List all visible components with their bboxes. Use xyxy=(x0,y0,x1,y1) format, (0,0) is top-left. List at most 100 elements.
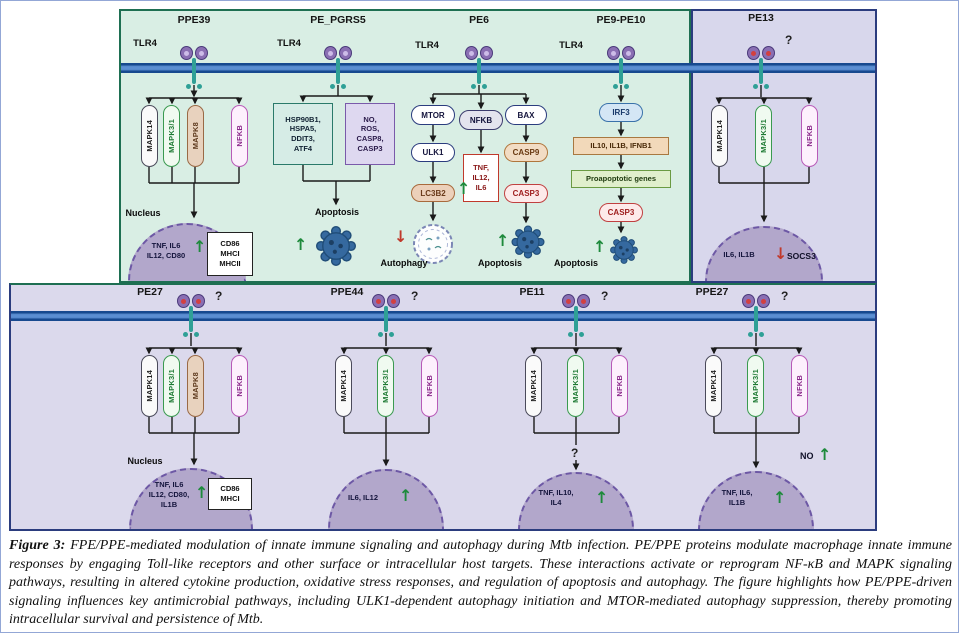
node-ulk1: ULK1 xyxy=(411,143,455,162)
pill-label: NFKB xyxy=(615,375,624,397)
upregulated-arrow-icon: ↑ xyxy=(399,486,413,505)
panel-title-pe6: PE6 xyxy=(469,14,489,26)
pill-label: NFKB xyxy=(805,125,814,147)
upregulated-arrow-icon: ↑ xyxy=(818,445,832,464)
pill-label: MAPK14 xyxy=(715,120,724,152)
nucleus-label: Nucleus xyxy=(125,208,161,218)
unknown-receptor-icon xyxy=(738,293,774,339)
node-casp3: CASP3 xyxy=(599,203,643,222)
no-label: NO xyxy=(800,451,814,461)
question-mark: ? xyxy=(781,289,789,303)
pill-mapk3-1: MAPK3/1 xyxy=(755,105,772,167)
socs3-label: SOCS3 xyxy=(787,251,816,261)
pill-mapk8: MAPK8 xyxy=(187,355,204,417)
pill-mapk3-1: MAPK3/1 xyxy=(163,355,180,417)
panel-title-pe11: PE11 xyxy=(519,286,545,298)
pill-label: NFKB xyxy=(425,375,434,397)
autophagy-label: Autophagy xyxy=(380,258,428,268)
pill-label: NFKB xyxy=(235,375,244,397)
pill-label: NFKB xyxy=(795,375,804,397)
question-mark: ? xyxy=(571,446,579,460)
apoptotic-cell-icon xyxy=(511,225,545,259)
pill-nfkb: NFKB xyxy=(791,355,808,417)
plasma-membrane-bottom xyxy=(11,311,875,321)
pill-label: MAPK3/1 xyxy=(381,369,390,403)
pill-mapk14: MAPK14 xyxy=(711,105,728,167)
apoptosis-label: Apoptosis xyxy=(478,258,522,268)
panel-title-ppe44: PPE44 xyxy=(330,286,364,298)
plasma-membrane-top xyxy=(121,63,875,73)
upregulated-arrow-icon: ↑ xyxy=(193,237,207,256)
pill-label: MAPK14 xyxy=(339,370,348,402)
ros-caspase-box: NO, ROS, CASP8, CASP3 xyxy=(345,103,395,165)
pill-label: MAPK14 xyxy=(709,370,718,402)
caption-label: Figure 3: xyxy=(9,538,66,553)
panel-title-pe13: PE13 xyxy=(748,12,774,24)
panel-title-ppe39: PPE39 xyxy=(177,14,211,26)
pill-mapk14: MAPK14 xyxy=(335,355,352,417)
question-mark: ? xyxy=(785,33,793,47)
pill-label: MAPK3/1 xyxy=(759,119,768,153)
tlr4-receptor-icon xyxy=(603,45,639,91)
tlr4-label-pe-pgrs5: TLR4 xyxy=(277,38,301,49)
pill-nfkb: NFKB xyxy=(231,105,248,167)
pill-nfkb: NFKB xyxy=(231,355,248,417)
apoptosis-label: Apoptosis xyxy=(554,258,598,268)
pill-label: MAPK14 xyxy=(145,370,154,402)
node-lc3b2: LC3B2 xyxy=(411,184,455,202)
er-stress-genes-box: HSP90B1, HSPA5, DDIT3, ATF4 xyxy=(273,103,333,165)
panel-title-pe9-pe10: PE9-PE10 xyxy=(596,14,646,26)
node-irf3: IRF3 xyxy=(599,103,643,122)
upregulated-arrow-icon: ↑ xyxy=(773,488,787,507)
unknown-receptor-icon xyxy=(368,293,404,339)
pill-mapk3-1: MAPK3/1 xyxy=(567,355,584,417)
autophagosome-icon xyxy=(413,224,453,264)
downregulated-arrow-icon: ↓ xyxy=(774,244,788,263)
nucleus-label: Nucleus xyxy=(127,456,163,466)
node-mtor: MTOR xyxy=(411,105,455,125)
pill-mapk3-1: MAPK3/1 xyxy=(747,355,764,417)
tlr4-receptor-icon xyxy=(320,45,356,91)
pill-label: NFKB xyxy=(235,125,244,147)
upregulated-arrow-icon: ↑ xyxy=(195,483,209,502)
nucleus-cytokines: TNF, IL6, IL1B xyxy=(721,488,753,507)
tlr4-label-ppe39: TLR4 xyxy=(133,38,157,49)
figure-caption: Figure 3: FPE/PPE-mediated modulation of… xyxy=(9,537,952,630)
pill-label: MAPK8 xyxy=(191,122,200,150)
nucleus-cytokines: IL6, IL12 xyxy=(347,493,378,502)
unknown-receptor-icon xyxy=(558,293,594,339)
pill-label: MAPK3/1 xyxy=(751,369,760,403)
nucleus-cytokines: TNF, IL6 IL12, CD80 xyxy=(146,241,186,260)
upregulated-arrow-icon: ↑ xyxy=(457,179,471,198)
downregulated-arrow-icon: ↓ xyxy=(394,227,408,246)
mhc-upregulation-box: CD86 MHCI MHCII xyxy=(207,232,253,276)
cytokine-box-pe6: TNF, IL12, IL6 xyxy=(463,154,499,202)
apoptotic-cell-icon xyxy=(610,236,638,264)
pill-label: MAPK14 xyxy=(145,120,154,152)
pill-mapk14: MAPK14 xyxy=(525,355,542,417)
panel-title-pe-pgrs5: PE_PGRS5 xyxy=(310,14,366,26)
node-casp9: CASP9 xyxy=(504,143,548,162)
nucleus-cytokines: IL6, IL1B xyxy=(723,250,755,259)
pill-nfkb: NFKB xyxy=(421,355,438,417)
question-mark: ? xyxy=(601,289,609,303)
upregulated-arrow-icon: ↑ xyxy=(294,235,308,254)
panel-title-ppe27: PPE27 xyxy=(695,286,729,298)
pill-label: MAPK3/1 xyxy=(167,369,176,403)
pill-label: MAPK8 xyxy=(191,372,200,400)
pill-mapk3-1: MAPK3/1 xyxy=(163,105,180,167)
pill-mapk14: MAPK14 xyxy=(141,355,158,417)
pill-label: MAPK14 xyxy=(529,370,538,402)
pill-mapk3-1: MAPK3/1 xyxy=(377,355,394,417)
node-casp3: CASP3 xyxy=(504,184,548,203)
upregulated-arrow-icon: ↑ xyxy=(595,488,609,507)
question-mark: ? xyxy=(411,289,419,303)
tlr4-label-pe9: TLR4 xyxy=(559,40,583,51)
pill-label: MAPK3/1 xyxy=(571,369,580,403)
unknown-receptor-icon xyxy=(743,45,779,91)
pill-mapk14: MAPK14 xyxy=(705,355,722,417)
pill-label: MAPK3/1 xyxy=(167,119,176,153)
panel-title-pe27: PE27 xyxy=(137,286,163,298)
